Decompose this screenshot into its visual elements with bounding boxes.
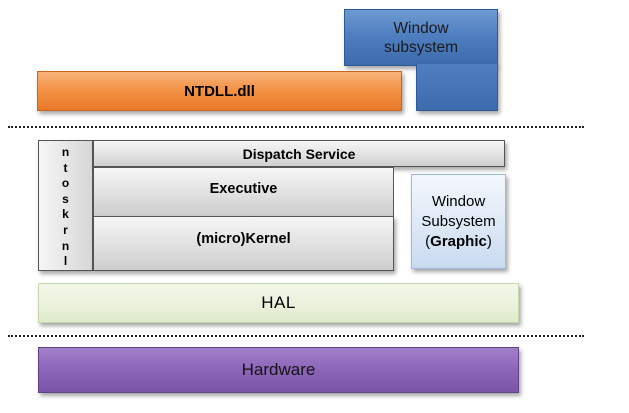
window-subsystem-box: Window subsystem bbox=[344, 9, 498, 66]
ntoskrnl-letter: n bbox=[61, 145, 70, 159]
executive-box: Executive bbox=[93, 167, 394, 217]
window-subsystem-connector bbox=[416, 64, 498, 111]
window-subsystem-label: Window subsystem bbox=[384, 19, 458, 57]
executive-label: Executive bbox=[209, 181, 278, 197]
ntoskrnl-letter: l bbox=[63, 254, 68, 269]
graphic-bold-label: Graphic bbox=[430, 232, 487, 250]
kernel-box: (micro)Kernel bbox=[93, 216, 394, 271]
window-subsystem-line1: Window bbox=[393, 19, 449, 37]
ntoskrnl-letter: k bbox=[62, 207, 69, 222]
ntoskrnl-box: n t o s k r n l bbox=[38, 140, 93, 271]
hardware-box: Hardware bbox=[38, 347, 519, 393]
window-subsystem-graphic-box: Window Subsystem (Graphic) bbox=[411, 174, 506, 269]
dispatch-service-label: Dispatch Service bbox=[242, 145, 356, 162]
ntdll-box: NTDLL.dll bbox=[37, 71, 402, 111]
ntoskrnl-letter: t bbox=[63, 160, 68, 175]
graphic-open-paren: ( bbox=[425, 232, 431, 250]
dispatch-service-box: Dispatch Service bbox=[93, 140, 505, 167]
ntoskrnl-letter: r bbox=[63, 222, 68, 237]
graphic-line3: (Graphic) bbox=[425, 232, 492, 252]
graphic-line2: Subsystem bbox=[421, 212, 496, 230]
graphic-close-paren: ) bbox=[486, 232, 492, 250]
ntdll-label: NTDLL.dll bbox=[184, 82, 255, 100]
hardware-label: Hardware bbox=[241, 360, 316, 379]
kernel-label: (micro)Kernel bbox=[196, 231, 291, 247]
ntoskrnl-letter: o bbox=[61, 176, 70, 191]
kernel-hardware-divider bbox=[8, 335, 584, 337]
ntoskrnl-letter: n bbox=[61, 238, 70, 253]
hal-label: HAL bbox=[261, 293, 296, 312]
user-kernel-divider bbox=[8, 126, 584, 128]
window-subsystem-line2: subsystem bbox=[383, 38, 459, 56]
hal-box: HAL bbox=[38, 283, 519, 323]
ntoskrnl-letter: s bbox=[62, 191, 69, 206]
graphic-line1: Window bbox=[431, 192, 486, 210]
